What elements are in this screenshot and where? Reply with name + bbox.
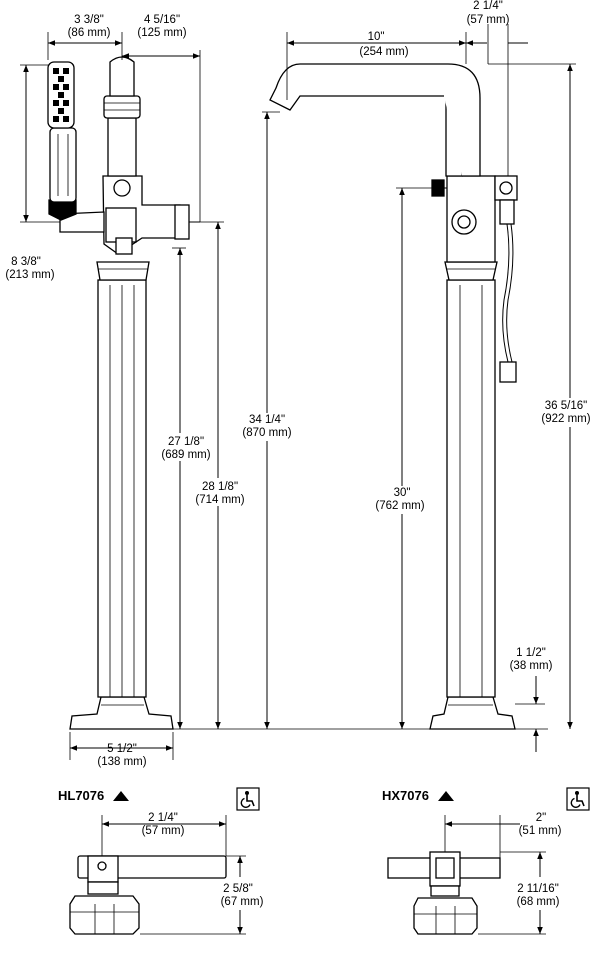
right-column — [446, 279, 496, 698]
hx7076-height-metric: (68 mm) — [517, 896, 560, 908]
accessibility-icon — [566, 787, 590, 811]
dim-total-height-metric: (922 mm) — [541, 413, 590, 425]
dim-outlet-height-imperial: 34 1/4" — [249, 414, 285, 426]
dim-hose-clearance-imperial: 1 1/2" — [516, 647, 546, 659]
dim-base-width-metric: (138 mm) — [97, 756, 146, 768]
hx7076-triangle-icon — [438, 791, 454, 801]
hx7076-handle-drawing — [387, 815, 546, 935]
dim-control-height-imperial: 28 1/8" — [202, 481, 238, 493]
dim-base-width-imperial: 5 1/2" — [107, 743, 137, 755]
right-faucet-view — [269, 63, 518, 730]
right-dimension-lines — [262, 24, 576, 752]
left-faucet-view — [47, 56, 200, 730]
left-handshower-grip — [49, 127, 77, 203]
dimension-labels: 3 3/8" (86 mm) 4 5/16" (125 mm) 8 3/8" (… — [5, 0, 590, 768]
left-dimension-lines — [20, 32, 224, 760]
hx7076-width-metric: (51 mm) — [519, 825, 562, 837]
dim-hose-clearance-metric: (38 mm) — [510, 660, 553, 672]
hl7076-handle-drawing — [69, 815, 246, 935]
hl7076-width-metric: (57 mm) — [142, 825, 185, 837]
hl7076-width-imperial: 2 1/4" — [148, 812, 178, 824]
hl7076-model-label: HL7076 — [58, 788, 104, 803]
accessibility-icon — [236, 787, 260, 811]
dim-spout-offset-metric: (57 mm) — [467, 14, 510, 26]
dim-spout-reach-metric: (254 mm) — [359, 46, 408, 58]
dim-handshower-metric: (213 mm) — [5, 269, 54, 281]
dim-base-height-metric: (689 mm) — [161, 449, 210, 461]
dim-left-depth-imperial: 4 5/16" — [144, 14, 180, 26]
dim-valve-height-imperial: 30" — [394, 487, 411, 499]
dim-spout-reach-imperial: 10" — [368, 31, 385, 43]
left-base — [69, 696, 174, 730]
dim-left-width-metric: (86 mm) — [68, 27, 111, 39]
dim-base-height-imperial: 27 1/8" — [168, 436, 204, 448]
hl7076-height-imperial: 2 5/8" — [223, 883, 253, 895]
right-hose — [502, 223, 510, 363]
dim-outlet-height-metric: (870 mm) — [242, 427, 291, 439]
dim-total-height-imperial: 36 5/16" — [545, 400, 587, 412]
hx7076-model-label: HX7076 — [382, 788, 429, 803]
dim-valve-height-metric: (762 mm) — [375, 500, 424, 512]
dim-left-depth-metric: (125 mm) — [137, 27, 186, 39]
hx7076-height-imperial: 2 11/16" — [517, 883, 559, 895]
dim-spout-offset-imperial: 2 1/4" — [473, 0, 503, 12]
handle-labels: HL7076 2 1/4" (57 mm) 2 5/8" (67 mm) HX7… — [58, 788, 562, 908]
hl7076-triangle-icon — [113, 791, 129, 801]
hx7076-width-imperial: 2" — [536, 812, 546, 824]
dim-left-width-imperial: 3 3/8" — [74, 14, 104, 26]
dim-control-height-metric: (714 mm) — [195, 494, 244, 506]
dim-handshower-imperial: 8 3/8" — [11, 256, 41, 268]
hl7076-height-metric: (67 mm) — [221, 896, 264, 908]
right-base — [429, 696, 516, 730]
